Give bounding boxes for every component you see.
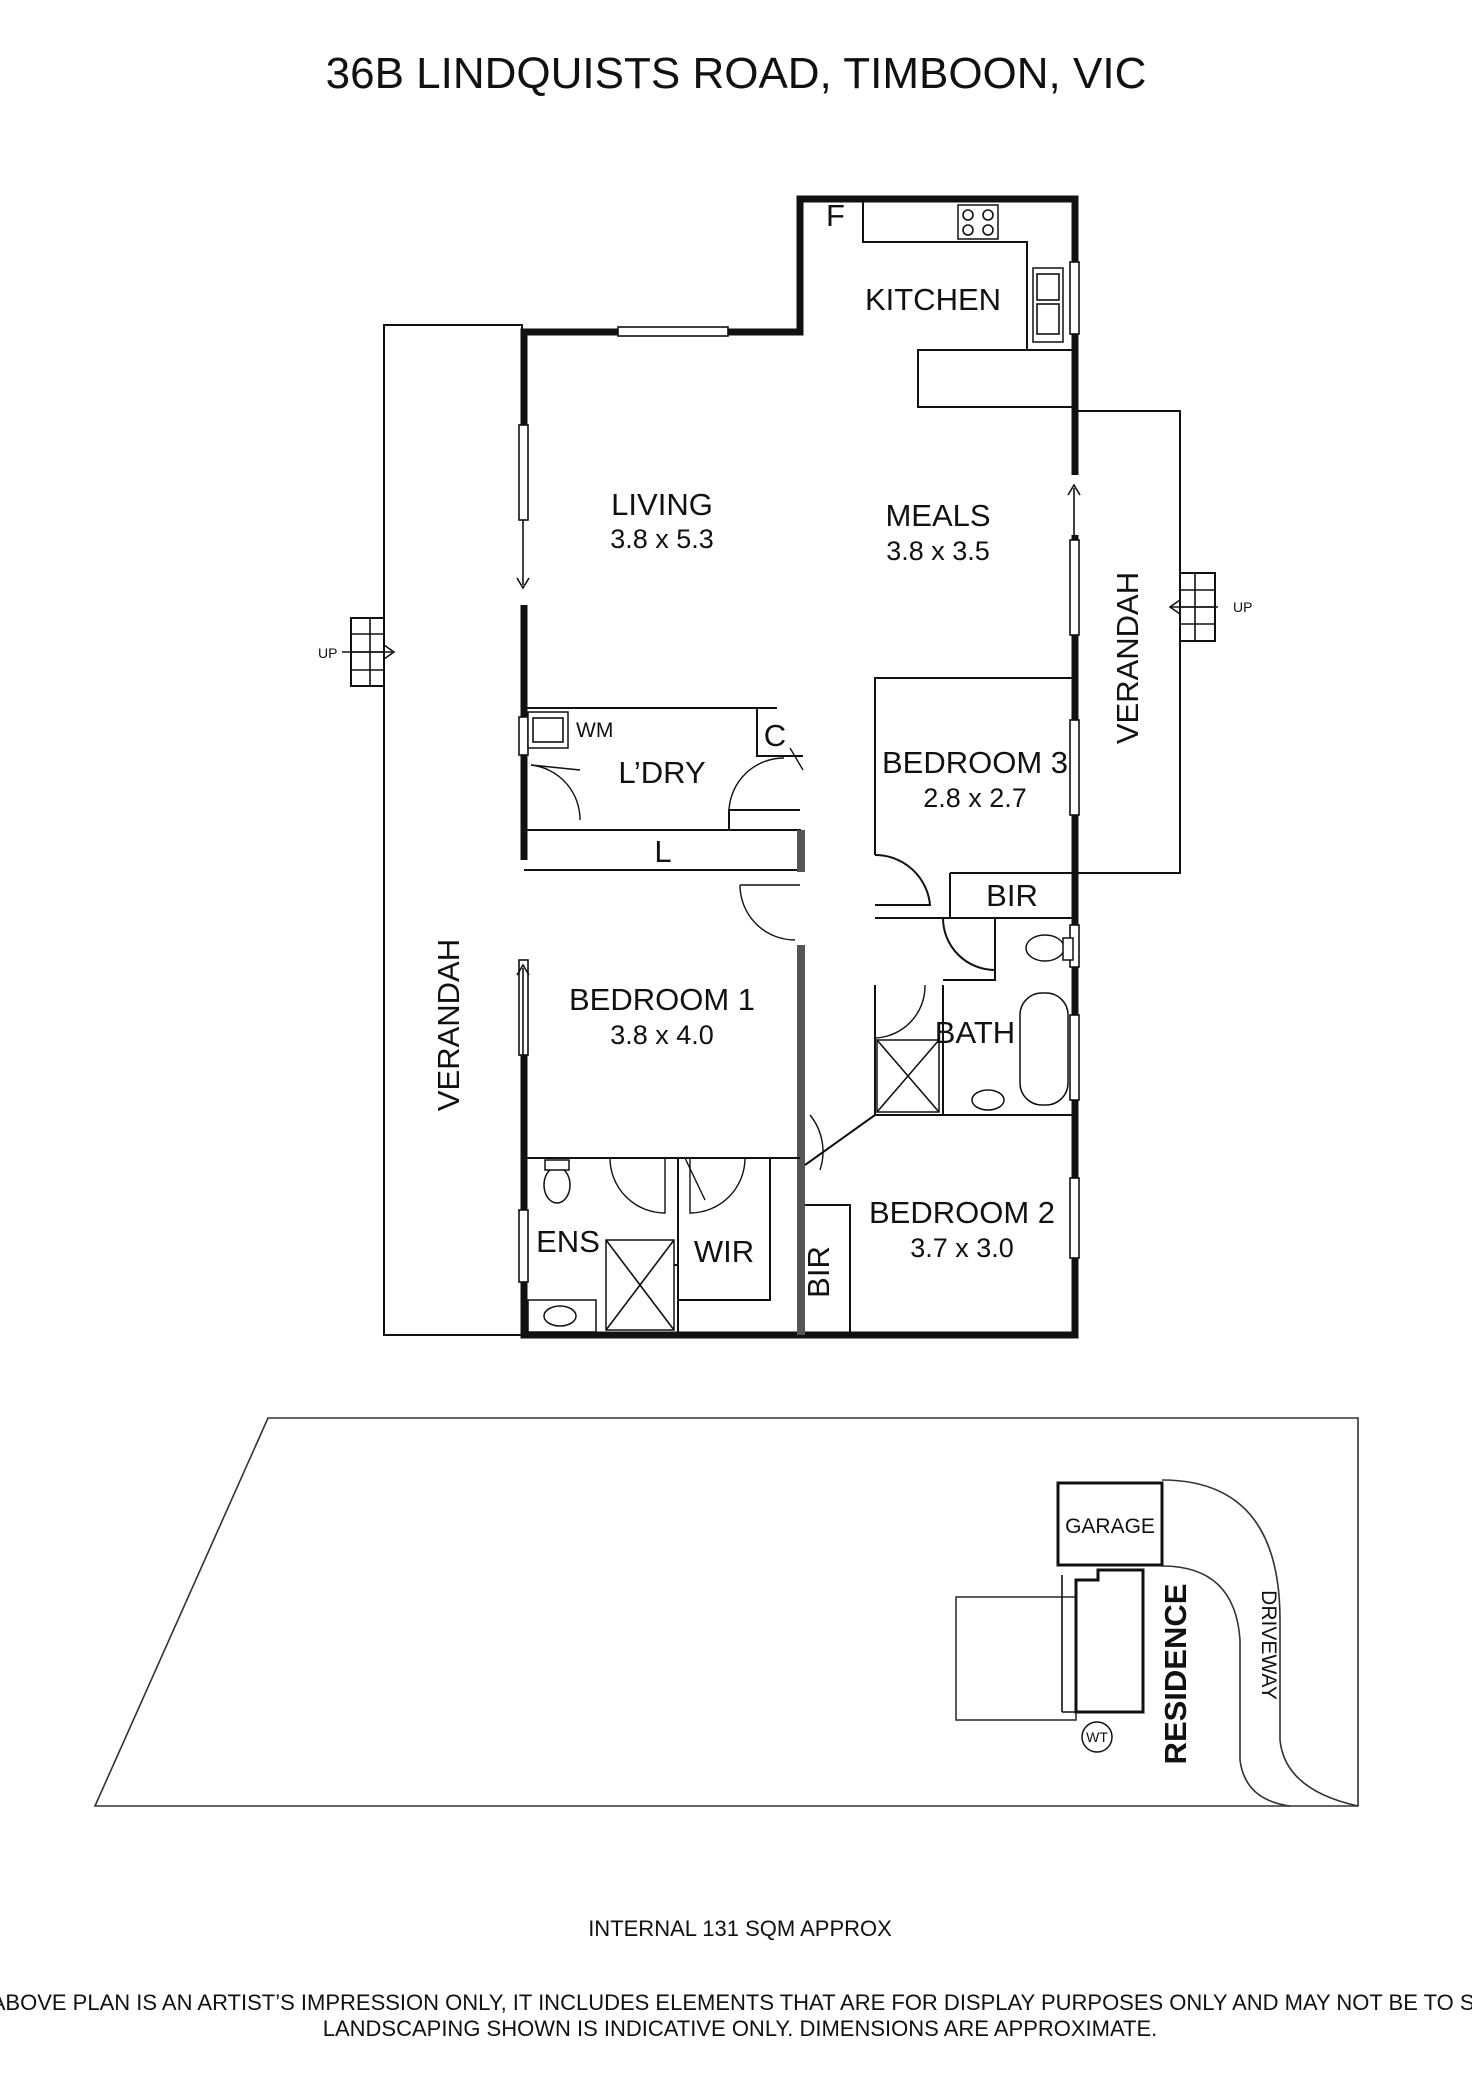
bedroom3-dims: 2.8 x 2.7 (923, 783, 1027, 813)
ens-toilet-icon (543, 1166, 571, 1204)
ens-label: ENS (536, 1224, 600, 1259)
bedroom3-walls (874, 677, 1075, 919)
area-note: INTERNAL 131 SQM APPROX (588, 1916, 892, 1941)
laundry-walls (523, 707, 804, 871)
linen-label: L (654, 834, 671, 869)
bedroom2-label: BEDROOM 2 (869, 1195, 1055, 1230)
steps-west (342, 617, 396, 687)
garage (1056, 1481, 1164, 1567)
cupboard-label: C (764, 718, 786, 753)
verandah-east-label: VERANDAH (1110, 572, 1145, 744)
basin-icon (971, 1089, 1005, 1111)
water-tank-icon (1081, 1721, 1113, 1753)
meals-label: MEALS (885, 498, 990, 533)
bath-walls (874, 917, 1075, 1116)
bath-label: BATH (935, 1015, 1015, 1050)
verandah-west-label: VERANDAH (431, 939, 466, 1111)
hall-wall-hatch (797, 945, 805, 1335)
bedroom2-dims: 3.7 x 3.0 (910, 1233, 1014, 1263)
steps-east-label: UP (1233, 599, 1252, 615)
kitchen-sink-icon (1032, 267, 1064, 343)
residence-label: RESIDENCE (1158, 1584, 1193, 1765)
garage-label: GARAGE (1065, 1515, 1155, 1538)
water-tank-label: WT (1086, 1729, 1108, 1745)
bedroom3-label: BEDROOM 3 (882, 745, 1068, 780)
linen-wall-hatch (797, 830, 805, 872)
bedroom1-label: BEDROOM 1 (569, 982, 755, 1017)
bathtub-icon (1019, 992, 1069, 1106)
residence-footprint (955, 1568, 1145, 1721)
steps-west-label: UP (318, 645, 337, 661)
wm-label: WM (576, 719, 613, 742)
disclaimer-line-1: THE ABOVE PLAN IS AN ARTIST’S IMPRESSION… (0, 1990, 1472, 2015)
steps-east (1168, 572, 1218, 642)
driveway (1161, 1479, 1359, 1807)
kitchen-label: KITCHEN (865, 282, 1001, 317)
sliding-doors (516, 483, 1081, 1055)
fridge-label: F (826, 198, 845, 233)
living-label: LIVING (611, 487, 713, 522)
bedroom2-walls (805, 1204, 851, 1335)
toilet-icon (1025, 934, 1065, 962)
kitchen-benches (862, 199, 1075, 408)
laundry-label: L’DRY (618, 755, 705, 790)
page-title: 36B LINDQUISTS ROAD, TIMBOON, VIC (326, 49, 1147, 98)
bedroom1-dims: 3.8 x 4.0 (610, 1020, 714, 1050)
bir3-label: BIR (986, 878, 1038, 913)
living-dims: 3.8 x 5.3 (610, 524, 714, 554)
driveway-label: DRIVEWAY (1257, 1590, 1280, 1700)
verandah-west (383, 324, 523, 1336)
ens-basin-icon (543, 1305, 577, 1327)
bir2-label: BIR (801, 1246, 836, 1298)
meals-dims: 3.8 x 3.5 (886, 536, 990, 566)
wir-label: WIR (694, 1234, 754, 1269)
ensuite-fixtures (527, 1159, 675, 1333)
disclaimer-line-2: LANDSCAPING SHOWN IS INDICATIVE ONLY. DI… (323, 2016, 1158, 2041)
